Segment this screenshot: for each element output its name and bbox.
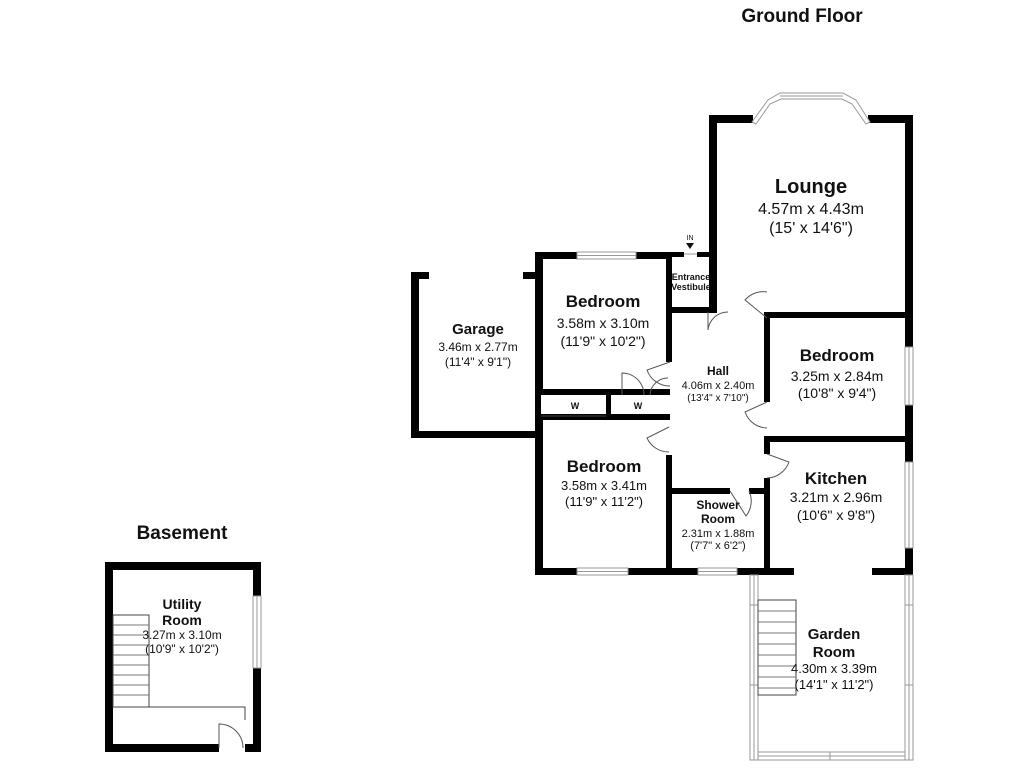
utility-door-arc (218, 723, 244, 749)
lounge-imperial: (15' x 14'6") (769, 220, 853, 237)
bedroom1-walls (535, 252, 672, 395)
utility-partition (113, 706, 246, 720)
entry-arrow-icon (686, 243, 694, 249)
bedroom2-label: Bedroom 3.25m x 2.84m (10'8" x 9'4") (791, 346, 884, 401)
vestibule-name-1: Entrance (672, 272, 711, 282)
garden-room-glazing (749, 574, 914, 761)
hall-door-arc (707, 311, 729, 331)
bedroom1-door-arc (646, 361, 671, 387)
garden-name-1: Garden (808, 626, 861, 643)
wardrobe-1-label: W (571, 401, 580, 411)
vestibule-walls (666, 252, 716, 313)
shower-door-arc (729, 490, 752, 517)
basement-title: Basement (137, 523, 228, 544)
shower-name-2: Room (701, 512, 735, 526)
utility-metric: 3.27m x 3.10m (142, 628, 221, 642)
bedroom1-name: Bedroom (566, 292, 641, 311)
shower-walls (670, 488, 770, 575)
garden-metric: 4.30m x 3.39m (791, 661, 877, 676)
bedroom3-door-arc (646, 426, 670, 453)
shower-imperial: (7'7" x 6'2") (690, 540, 745, 552)
garage-metric: 3.46m x 2.77m (438, 340, 517, 354)
lounge-label: Lounge 4.57m x 4.43m (15' x 14'6") (758, 176, 864, 237)
hall-metric: 4.06m x 2.40m (682, 380, 755, 392)
utility-room-label: Utility Room 3.27m x 3.10m (10'9" x 10'2… (142, 596, 221, 656)
bedroom3-imperial: (11'9" x 11'2") (565, 494, 643, 509)
bedroom3-name: Bedroom (567, 457, 642, 476)
lounge-bay-window (751, 92, 871, 125)
shower-label: Shower Room 2.31m x 1.88m (7'7" x 6'2") (682, 498, 755, 552)
bedroom2-walls (764, 312, 913, 442)
bedroom3-label: Bedroom 3.58m x 3.41m (11'9" x 11'2") (561, 457, 647, 509)
kitchen-label: Kitchen 3.21m x 2.96m (10'6" x 9'8") (790, 469, 883, 523)
garden-imperial: (14'1" x 11'2") (795, 677, 874, 692)
wardrobe-walls (535, 395, 670, 420)
wardrobe-2-label: W (634, 401, 643, 411)
shower-metric: 2.31m x 1.88m (682, 528, 755, 540)
bedroom2-door-arc (744, 401, 768, 429)
garage-name: Garage (452, 321, 504, 338)
utility-walls (105, 562, 261, 752)
lounge-metric: 4.57m x 4.43m (758, 201, 864, 218)
utility-name-1: Utility (163, 596, 202, 612)
kitchen-walls (764, 442, 913, 575)
utility-stairs (112, 614, 150, 708)
lounge-name: Lounge (775, 176, 847, 198)
bedroom1-imperial: (11'9" x 10'2") (560, 333, 645, 349)
shower-name-1: Shower (696, 498, 740, 512)
bedroom2-name: Bedroom (800, 346, 875, 365)
hall-name: Hall (707, 364, 729, 378)
hall-imperial: (13'4" x 7'10") (687, 393, 749, 404)
bedroom2-imperial: (10'8" x 9'4") (798, 385, 876, 401)
vestibule-name-2: Vestibule (671, 282, 711, 292)
utility-imperial: (10'9" x 10'2") (145, 642, 219, 656)
wardrobe-door-arc (621, 372, 645, 396)
hall-label: Hall 4.06m x 2.40m (13'4" x 7'10") (682, 364, 755, 404)
bedroom2-metric: 3.25m x 2.84m (791, 368, 884, 384)
utility-name-2: Room (162, 612, 202, 628)
garage-walls (411, 272, 541, 438)
bedroom1-label: Bedroom 3.58m x 3.10m (11'9" x 10'2") (557, 292, 650, 349)
kitchen-imperial: (10'6" x 9'8") (797, 507, 875, 523)
garden-name-2: Room (813, 644, 856, 661)
bedroom3-metric: 3.58m x 3.41m (561, 478, 647, 493)
entry-marker-label: IN (687, 235, 694, 242)
kitchen-door-arc (766, 453, 790, 479)
garden-room-label: Garden Room 4.30m x 3.39m (14'1" x 11'2"… (791, 626, 877, 692)
kitchen-name: Kitchen (805, 469, 867, 488)
garage-imperial: (11'4" x 9'1") (445, 355, 511, 369)
bedroom1-metric: 3.58m x 3.10m (557, 315, 650, 331)
garden-room-steps (757, 599, 797, 696)
kitchen-metric: 3.21m x 2.96m (790, 489, 883, 505)
garage-label: Garage 3.46m x 2.77m (11'4" x 9'1") (438, 321, 517, 369)
bedroom3-walls (535, 420, 698, 575)
lounge-walls (709, 115, 913, 320)
ground-floor-title: Ground Floor (741, 6, 863, 27)
